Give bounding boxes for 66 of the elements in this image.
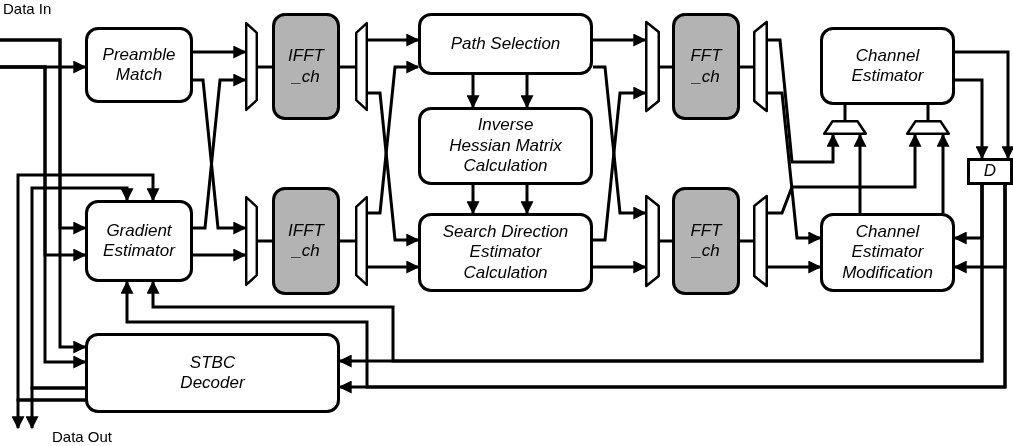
transform-block [672, 187, 740, 295]
arrow [520, 185, 534, 215]
arrow [593, 260, 647, 274]
arrow [193, 248, 247, 262]
arrow [593, 86, 647, 242]
block-label: FFT _ch [689, 46, 724, 87]
process-block [820, 213, 955, 292]
connector-line [740, 239, 753, 243]
arrow [120, 185, 1007, 389]
arrow [853, 133, 867, 213]
multiplexer-symbol [820, 120, 870, 135]
connector-line [258, 239, 272, 243]
arrow [368, 33, 420, 47]
arrow [368, 91, 420, 247]
arrow [30, 186, 134, 390]
process-block [820, 27, 955, 105]
block-label: IFFT _ch [287, 46, 326, 87]
block-label: STBC Decoder [179, 352, 246, 394]
connector-line [843, 105, 847, 120]
transform-block [272, 13, 340, 120]
arrow [936, 133, 950, 213]
connector-line [258, 65, 272, 69]
arrow [768, 260, 822, 274]
block-label: Gradient Estimator [102, 220, 177, 262]
connector-line [740, 65, 753, 69]
transform-block [272, 187, 340, 295]
arrow [466, 75, 480, 109]
arrow [768, 38, 840, 164]
connector-line [340, 65, 355, 69]
block-label: IFFT _ch [287, 220, 326, 262]
process-block [418, 107, 593, 185]
arrow [368, 260, 420, 274]
process-block [418, 213, 593, 292]
connector-line [660, 65, 672, 69]
connector-line [660, 239, 672, 243]
arrow [955, 78, 989, 160]
process-block [85, 200, 193, 282]
arrow [955, 50, 1013, 160]
process-block [85, 333, 340, 413]
process-block [85, 27, 193, 103]
signal-label: Data In [3, 0, 52, 17]
register-block [967, 158, 1013, 185]
block-label: Inverse Hessian Matrix Calculation [448, 115, 563, 177]
arrow [368, 60, 420, 215]
connector-line [340, 239, 355, 243]
arrow [16, 173, 160, 402]
block-label: Channel Estimator [850, 45, 925, 87]
arrow [768, 91, 822, 245]
block-label: D [982, 161, 998, 182]
transform-block [672, 13, 740, 120]
arrow [520, 75, 534, 109]
arrow [193, 45, 247, 59]
connector-line [926, 105, 930, 120]
block-label: Search Direction Estimator Calculation [441, 221, 570, 284]
block-label: FFT _ch [689, 220, 724, 262]
block-label: Path Selection [449, 33, 562, 55]
multiplexer-symbol [903, 120, 953, 135]
process-block [418, 13, 593, 75]
arrow [593, 65, 647, 220]
arrow [768, 133, 922, 215]
arrow [593, 33, 647, 47]
block-label: Preamble Match [101, 44, 177, 86]
arrow [146, 185, 984, 363]
block-label: Channel Estimator Modification [841, 221, 934, 284]
arrow [466, 185, 480, 215]
signal-label: Data Out [52, 428, 113, 445]
